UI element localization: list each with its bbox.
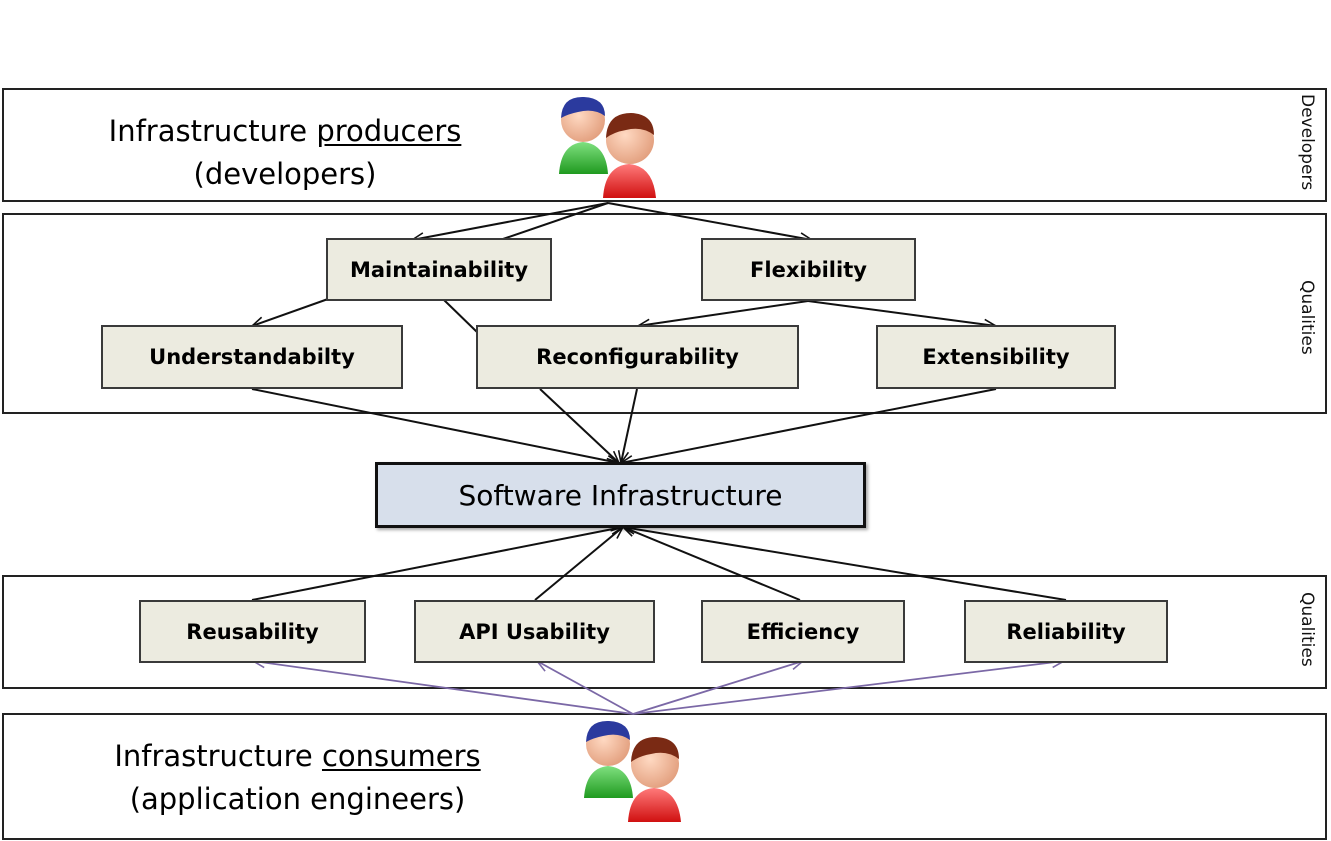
upper-qualities-side-label: Qualities [1297,280,1317,355]
reusability-box: Reusability [139,600,366,663]
developers-people-icon [559,96,656,198]
producers-band [2,88,1327,202]
consumers-people-icon [584,720,681,822]
lower-qualities-side-label: Qualities [1297,592,1317,667]
producers-title-emph: producers [316,114,462,148]
consumers-subtitle: (application engineers) [129,782,466,816]
person-front [628,737,681,822]
software-infrastructure-box: Software Infrastructure [375,462,866,528]
consumers-title: Infrastructure consumers (application en… [80,735,515,821]
person-front [603,113,656,198]
api-usability-box: API Usability [414,600,655,663]
developers-side-label: Developers [1297,94,1317,191]
consumers-title-prefix: Infrastructure [114,739,322,773]
person-back [584,720,633,798]
extensibility-box: Extensibility [876,325,1116,389]
efficiency-box: Efficiency [701,600,905,663]
reconfigurability-box: Reconfigurability [476,325,799,389]
reliability-box: Reliability [964,600,1168,663]
producers-title-prefix: Infrastructure [108,114,317,148]
producers-title: Infrastructure producers (developers) [90,110,480,196]
producers-subtitle: (developers) [193,157,377,191]
understandability-box: Understandabilty [101,325,403,389]
flexibility-box: Flexibility [701,238,916,301]
consumers-title-emph: consumers [321,739,481,773]
maintainability-box: Maintainability [326,238,552,301]
person-back [559,96,608,174]
